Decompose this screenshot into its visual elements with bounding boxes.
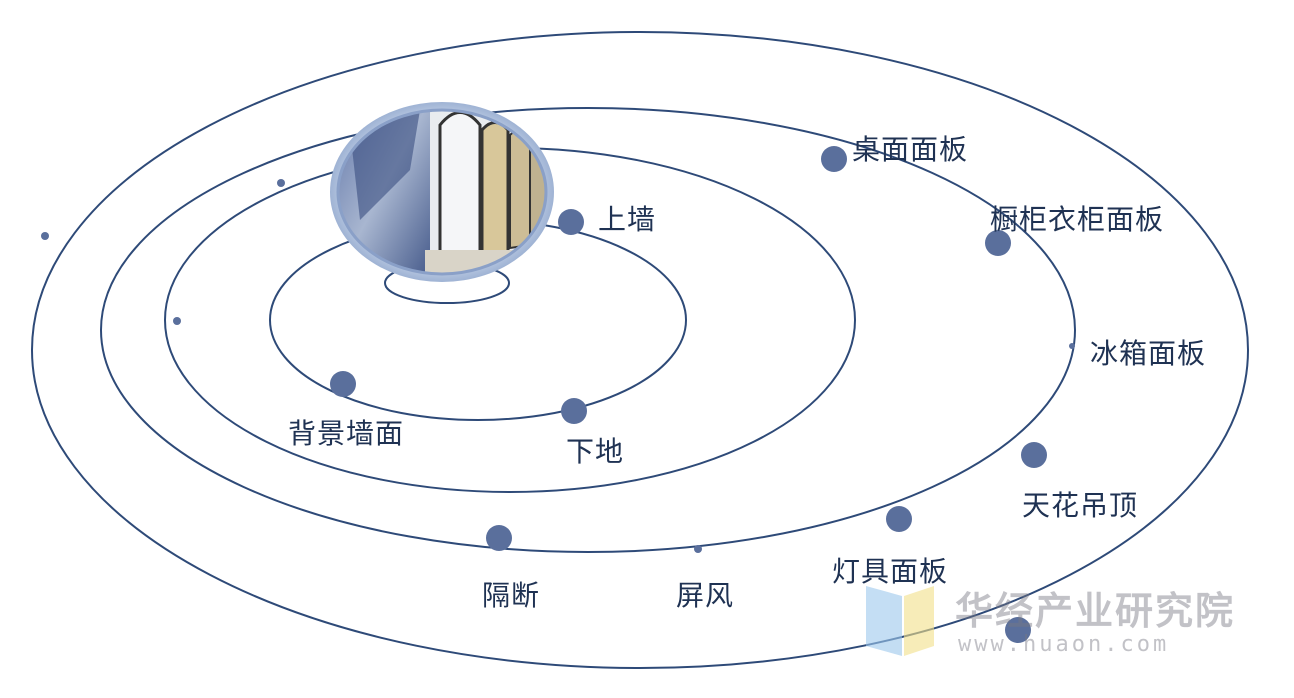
label-bingxiang: 冰箱面板 (1090, 337, 1207, 370)
node-bottom-right (1005, 617, 1031, 643)
node-bingxiang (1069, 343, 1075, 349)
node-tianhua (1021, 442, 1047, 468)
label-tianhua: 天花吊顶 (1022, 489, 1139, 522)
label-geduan: 隔断 (482, 579, 541, 612)
node-xiadi (561, 398, 587, 424)
node-shangqiang (558, 209, 584, 235)
watermark-logo (866, 586, 934, 656)
label-chugui: 橱柜衣柜面板 (990, 203, 1165, 236)
center-image (330, 102, 554, 282)
label-dengju: 灯具面板 (832, 555, 949, 588)
node-chugui (985, 230, 1011, 256)
orbit-ring-4 (31, 31, 1249, 669)
label-xiadi: 下地 (566, 435, 625, 468)
node-beijing (330, 371, 356, 397)
label-beijing: 背景墙面 (288, 417, 405, 450)
node-small-2 (173, 317, 181, 325)
watermark-url: www.huaon.com (958, 632, 1170, 657)
label-zhuomian: 桌面面板 (852, 133, 969, 166)
node-small-3 (41, 232, 49, 240)
orbit-ring-3 (100, 107, 1076, 553)
label-pingfeng: 屏风 (676, 579, 735, 612)
node-dengju (886, 506, 912, 532)
node-zhuomian (821, 146, 847, 172)
node-pingfeng (694, 545, 702, 553)
node-small-1 (277, 179, 285, 187)
label-shangqiang: 上墙 (598, 203, 657, 236)
watermark-name: 华经产业研究院 (955, 589, 1236, 633)
node-geduan (486, 525, 512, 551)
